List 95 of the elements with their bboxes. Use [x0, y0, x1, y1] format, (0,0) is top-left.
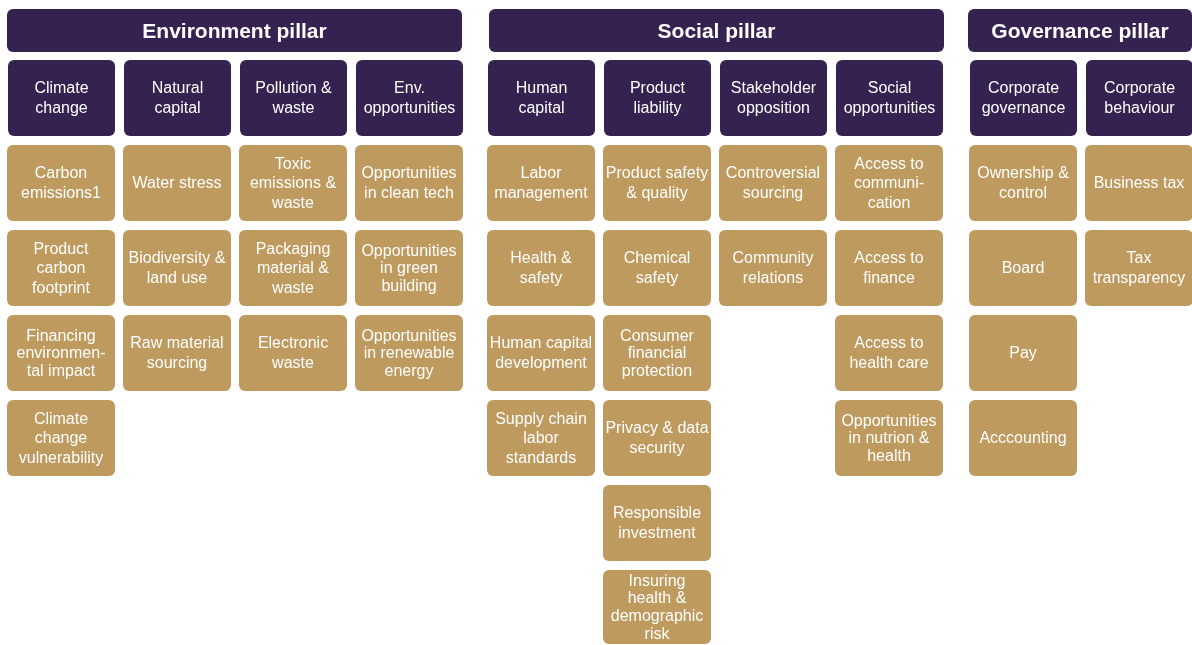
- category-header: [836, 60, 943, 136]
- box-label: Corporate behaviour: [1102, 78, 1177, 118]
- issue-box: [355, 145, 463, 221]
- issue-box: [969, 400, 1077, 476]
- issue-box: [603, 400, 711, 476]
- box-label: Corporate governance: [980, 78, 1067, 118]
- issue-box: [835, 315, 943, 391]
- pillar-header: [489, 9, 944, 52]
- issue-box: [969, 230, 1077, 306]
- box-label: Env. opportunities: [363, 78, 456, 118]
- box-label: Stakeholder opposition: [729, 78, 818, 118]
- issue-box: [7, 230, 115, 306]
- category-header: [488, 60, 595, 136]
- box-label: Access to communi-cation: [852, 153, 926, 213]
- box-label: Financing environmen-tal impact: [15, 326, 107, 380]
- issue-box: [603, 230, 711, 306]
- issue-box: [355, 230, 463, 306]
- category-header: [8, 60, 115, 136]
- box-label: Responsible investment: [611, 503, 703, 543]
- box-label: Climate change: [33, 78, 90, 118]
- pillar-header: [7, 9, 462, 52]
- box-label: Social opportunities: [843, 78, 936, 118]
- box-label: Opportunities in renewable energy: [360, 326, 458, 380]
- box-label: Product carbon footprint: [31, 238, 91, 298]
- issue-box: [719, 230, 827, 306]
- pillar-header: [968, 9, 1192, 52]
- box-label: Ownership & control: [976, 163, 1070, 203]
- issue-box: [487, 315, 595, 391]
- box-label: Chemical safety: [622, 248, 692, 288]
- box-label: Community relations: [731, 248, 815, 288]
- box-label: Water stress: [132, 173, 222, 193]
- box-label: Product safety & quality: [605, 163, 709, 203]
- issue-box: [239, 230, 347, 306]
- issue-box: [487, 400, 595, 476]
- issue-box: [1085, 230, 1192, 306]
- box-label: Business tax: [1093, 173, 1185, 193]
- issue-box: [487, 145, 595, 221]
- box-label: Access to finance: [853, 248, 925, 288]
- category-header: [1086, 60, 1192, 136]
- box-label: Biodiversity & land use: [127, 248, 227, 288]
- box-label: Opportunities in nutrion & health: [840, 411, 938, 465]
- box-label: Access to health care: [848, 333, 930, 373]
- box-label: Privacy & data security: [605, 418, 709, 458]
- issue-box: [7, 145, 115, 221]
- box-label: Environment pillar: [142, 18, 327, 43]
- box-label: Product liability: [628, 78, 687, 118]
- issue-box: [239, 145, 347, 221]
- box-label: Health & safety: [509, 248, 573, 288]
- box-label: Board: [1001, 258, 1045, 278]
- category-header: [970, 60, 1077, 136]
- category-header: [720, 60, 827, 136]
- issue-box: [355, 315, 463, 391]
- issue-box: [1085, 145, 1192, 221]
- issue-box: [239, 315, 347, 391]
- box-label: Governance pillar: [991, 18, 1169, 43]
- category-header: [124, 60, 231, 136]
- issue-box: [835, 145, 943, 221]
- box-label: Social pillar: [657, 18, 776, 43]
- box-label: Toxic emissions & waste: [248, 153, 338, 213]
- box-label: Carbon emissions1: [20, 163, 102, 203]
- box-label: Pay: [1009, 343, 1037, 363]
- box-label: Climate change vulnerability: [17, 408, 105, 468]
- issue-box: [603, 315, 711, 391]
- issue-box: [123, 315, 231, 391]
- issue-box: [603, 485, 711, 561]
- category-header: [604, 60, 711, 136]
- box-label: Tax transparency: [1091, 248, 1187, 288]
- box-label: Labor management: [493, 163, 589, 203]
- box-label: Human capital: [514, 78, 569, 118]
- issue-box: [123, 230, 231, 306]
- box-label: Packaging material & waste: [254, 238, 332, 298]
- box-label: Consumer financial protection: [619, 326, 695, 380]
- issue-box: [969, 145, 1077, 221]
- box-label: Insuring health & demographic risk: [609, 571, 705, 643]
- issue-box: [835, 400, 943, 476]
- issue-box: [835, 230, 943, 306]
- box-label: Human capital development: [489, 333, 593, 373]
- box-label: Controversial sourcing: [724, 163, 822, 203]
- box-label: Pollution & waste: [254, 78, 333, 118]
- issue-box: [603, 145, 711, 221]
- box-label: Opportunities in clean tech: [360, 163, 458, 203]
- category-header: [240, 60, 347, 136]
- box-label: Natural capital: [150, 78, 205, 118]
- box-label: Acccounting: [979, 428, 1067, 448]
- box-label: Raw material sourcing: [129, 333, 225, 373]
- box-label: Supply chain labor standards: [494, 408, 588, 468]
- box-label: Electronic waste: [256, 333, 330, 373]
- issue-box: [7, 315, 115, 391]
- issue-box: [7, 400, 115, 476]
- issue-box: [719, 145, 827, 221]
- issue-box: [969, 315, 1077, 391]
- issue-box: [487, 230, 595, 306]
- category-header: [356, 60, 463, 136]
- box-label: Opportunities in green building: [360, 241, 458, 295]
- issue-box: [123, 145, 231, 221]
